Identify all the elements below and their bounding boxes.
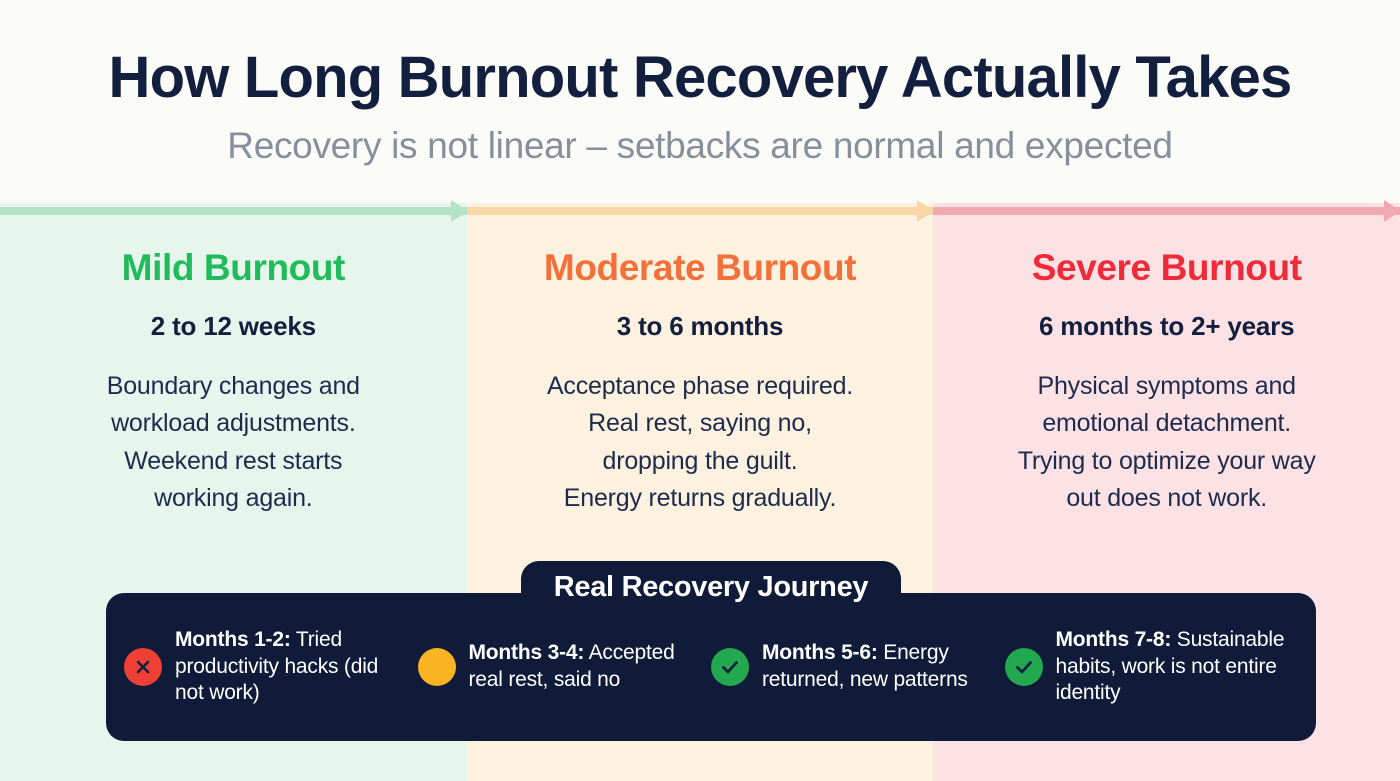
journey-item-label: Months 3-4: <box>468 641 585 665</box>
recovery-journey-title-tab: Real Recovery Journey <box>521 561 901 625</box>
circle-check-icon <box>1004 648 1043 686</box>
stage-description-severe: Physical symptoms and emotional detachme… <box>1017 371 1316 513</box>
timeline-arrow-severe <box>933 200 1400 222</box>
journey-item: Months 7-8: Sustainable habits, work is … <box>1004 627 1299 708</box>
stage-duration-moderate: 3 to 6 months <box>616 310 784 341</box>
journey-item-label: Months 7-8: <box>1055 627 1172 651</box>
journey-item-text: Months 1-2: Tried productivity hacks (di… <box>175 627 412 708</box>
recovery-journey-panel: Real Recovery Journey Months 1-2: Tried … <box>106 561 1316 741</box>
stage-description-moderate: Acceptance phase required. Real rest, sa… <box>546 371 854 513</box>
stage-title-moderate: Moderate Burnout <box>543 247 857 288</box>
stage-duration-severe: 6 months to 2+ years <box>1038 310 1295 341</box>
header: How Long Burnout Recovery Actually Takes… <box>0 0 1400 203</box>
stage-title-mild: Mild Burnout <box>121 247 346 288</box>
journey-item: Months 1-2: Tried productivity hacks (di… <box>124 627 418 708</box>
arrow-line <box>466 207 934 215</box>
timeline-arrow-mild <box>0 200 468 222</box>
journey-item-text: Months 7-8: Sustainable habits, work is … <box>1056 627 1293 708</box>
page-title: How Long Burnout Recovery Actually Takes <box>108 45 1293 110</box>
arrow-right-icon <box>450 200 468 222</box>
journey-item-text: Months 5-6: Energy returned, new pattern… <box>762 640 999 694</box>
journey-item-detail: Energy returned, new patterns <box>762 641 968 691</box>
journey-item-detail: Tried productivity hacks (did not work) <box>175 627 379 705</box>
journey-item-detail: Accepted real rest, said no <box>468 641 675 691</box>
recovery-journey-items: Months 1-2: Tried productivity hacks (di… <box>106 593 1316 741</box>
journey-item: Months 3-4: Accepted real rest, said no <box>417 640 712 694</box>
arrow-right-icon <box>1384 200 1400 222</box>
circle-check-icon <box>711 648 749 686</box>
journey-item-label: Months 1-2: <box>175 627 291 651</box>
stage-duration-mild: 2 to 12 weeks <box>150 310 316 341</box>
circle-filled-icon <box>417 648 456 686</box>
recovery-journey-title: Real Recovery Journey <box>553 571 869 603</box>
arrow-line <box>0 207 467 215</box>
arrow-right-icon <box>917 200 935 222</box>
stage-description-mild: Boundary changes and workload adjustment… <box>106 371 360 513</box>
journey-item: Months 5-6: Energy returned, new pattern… <box>711 640 1005 694</box>
timeline-arrow-moderate <box>466 200 935 222</box>
stage-title-severe: Severe Burnout <box>1031 247 1302 288</box>
journey-item-label: Months 5-6: <box>762 641 878 665</box>
arrow-line <box>933 207 1400 215</box>
journey-item-detail: Sustainable habits, work is not entire i… <box>1055 627 1285 705</box>
page-subtitle: Recovery is not linear – setbacks are no… <box>227 124 1173 166</box>
journey-item-text: Months 3-4: Accepted real rest, said no <box>469 640 706 694</box>
circle-x-icon <box>124 648 162 686</box>
